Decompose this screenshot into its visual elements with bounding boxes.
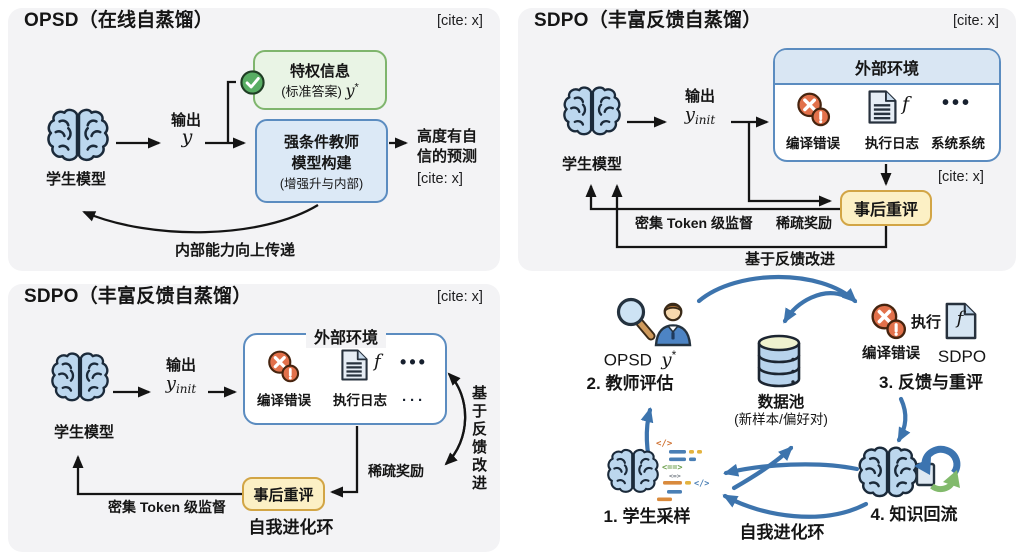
ellipsis-icon: ••• xyxy=(400,352,428,372)
compile-error-icon xyxy=(795,92,831,128)
y-var: y xyxy=(165,373,176,394)
compile-error-label: 编译错误 xyxy=(862,346,920,362)
result-line1: 高度有自 xyxy=(417,128,478,145)
self-evolve-loop-label: 自我进化环 xyxy=(248,518,334,537)
brain-icon xyxy=(47,106,109,164)
panel-tr-title: SDPO（丰富反馈自蒸馏） xyxy=(534,10,762,31)
student-model-label: 学生模型 xyxy=(53,424,115,441)
brain-icon xyxy=(563,84,621,138)
panel-tl-title: OPSD（在线自蒸馏） xyxy=(24,10,214,31)
capability-transfer-label: 内部能力向上传递 xyxy=(174,242,296,259)
self-evolve-loop-label: 自我进化环 xyxy=(739,523,825,542)
brain-icon xyxy=(858,444,918,500)
external-env-box: 外部环境 xyxy=(773,48,1001,162)
dense-supervision-label: 密集 Token 级监督 xyxy=(108,499,226,515)
y-star-sup: * xyxy=(354,81,359,94)
opsd-label: OPSD y* xyxy=(603,348,677,371)
ellipsis-icon: ••• xyxy=(941,92,973,114)
compile-error-icon xyxy=(266,350,300,384)
check-icon xyxy=(239,69,266,96)
sparse-reward-label: 稀疏奖励 xyxy=(776,215,832,231)
external-env-header: 外部环境 xyxy=(775,50,999,85)
privileged-info-subtitle: (标准答案) y* xyxy=(281,81,359,100)
teacher-box-line3: (增强升与内部) xyxy=(279,176,364,191)
external-env-title: 外部环境 xyxy=(305,324,387,348)
output-variable: y xyxy=(181,126,193,148)
feedback-improve-label: 基于反馈改进 xyxy=(744,251,836,268)
teacher-person-icon xyxy=(651,299,695,347)
compile-error-label: 编译错误 xyxy=(257,393,311,408)
reeval-box: 事后重评 xyxy=(840,190,932,226)
y-var-sub: init xyxy=(694,113,716,128)
exec-label: 执行 xyxy=(911,314,942,331)
output-variable: yinit xyxy=(684,104,716,128)
output-variable: yinit xyxy=(165,373,197,397)
y-star-variable: y xyxy=(345,81,355,100)
student-model-label: 学生模型 xyxy=(561,156,623,173)
privileged-info-box: 特权信息 (标准答案) y* xyxy=(253,50,387,110)
data-pool-label: 数据池 xyxy=(757,394,805,411)
exec-log-label: 执行日志 xyxy=(333,393,387,408)
panel-tl-cite: [cite: x] xyxy=(437,13,483,29)
step3-label: 3. 反馈与重评 xyxy=(879,373,983,392)
system-label: 系统系统 xyxy=(931,136,985,151)
panel-bl-cite: [cite: x] xyxy=(437,289,483,305)
reeval-box: 事后重评 xyxy=(242,477,325,511)
step4-label: 4. 知识回流 xyxy=(870,505,958,524)
ellipsis-small-icon: ··· xyxy=(402,392,426,409)
data-pool-icon xyxy=(756,334,802,388)
teacher-box-line2: 模型构建 xyxy=(291,154,352,172)
output-label: 输出 xyxy=(170,112,202,129)
panel-bl-title: SDPO（丰富反馈自蒸馏） xyxy=(24,286,252,307)
panel-tr-cite: [cite: x] xyxy=(953,13,999,29)
opsd-text: OPSD xyxy=(603,350,652,370)
sdpo-label: SDPO xyxy=(937,347,987,366)
y-var-sub: init xyxy=(175,382,197,397)
step1-label: 1. 学生采样 xyxy=(603,507,691,526)
sparse-reward-label: 稀疏奖励 xyxy=(368,463,424,479)
teacher-box-line1: 强条件教师 xyxy=(283,133,359,151)
exec-log-label: 执行日志 xyxy=(865,136,919,151)
dense-supervision-label: 密集 Token 级监督 xyxy=(635,215,753,231)
panel-tr-cite2: [cite: x] xyxy=(938,169,984,185)
f-variable: f xyxy=(902,93,910,115)
f-variable: f xyxy=(374,351,381,372)
compile-error-label: 编译错误 xyxy=(786,136,840,151)
feedback-improve-vertical-label: 基于反馈改进 xyxy=(470,385,487,493)
output-label: 输出 xyxy=(165,357,197,374)
y-star-sup: * xyxy=(671,348,677,362)
brain-icon xyxy=(51,350,109,404)
teacher-model-box: 强条件教师 模型构建 (增强升与内部) xyxy=(255,119,388,203)
result-cite: [cite: x] xyxy=(417,171,463,187)
y-star-var: y xyxy=(661,349,672,371)
f-variable: f xyxy=(956,308,964,329)
compile-error-icon xyxy=(869,303,907,341)
log-document-icon xyxy=(340,347,369,383)
knowledge-recycle-icon xyxy=(910,437,962,493)
code-sample-icon xyxy=(655,437,715,503)
data-pool-sub-label: (新样本/偏好对) xyxy=(734,412,828,427)
output-label: 输出 xyxy=(684,88,716,105)
result-line2: 信的预测 xyxy=(417,148,478,165)
y-var: y xyxy=(684,104,695,125)
step2-label: 2. 教师评估 xyxy=(586,374,674,393)
student-model-label: 学生模型 xyxy=(45,171,107,188)
brain-icon xyxy=(607,447,659,495)
privileged-info-title: 特权信息 xyxy=(289,63,350,80)
standard-answer-text: (标准答案) xyxy=(281,84,342,99)
log-document-icon xyxy=(867,88,898,126)
